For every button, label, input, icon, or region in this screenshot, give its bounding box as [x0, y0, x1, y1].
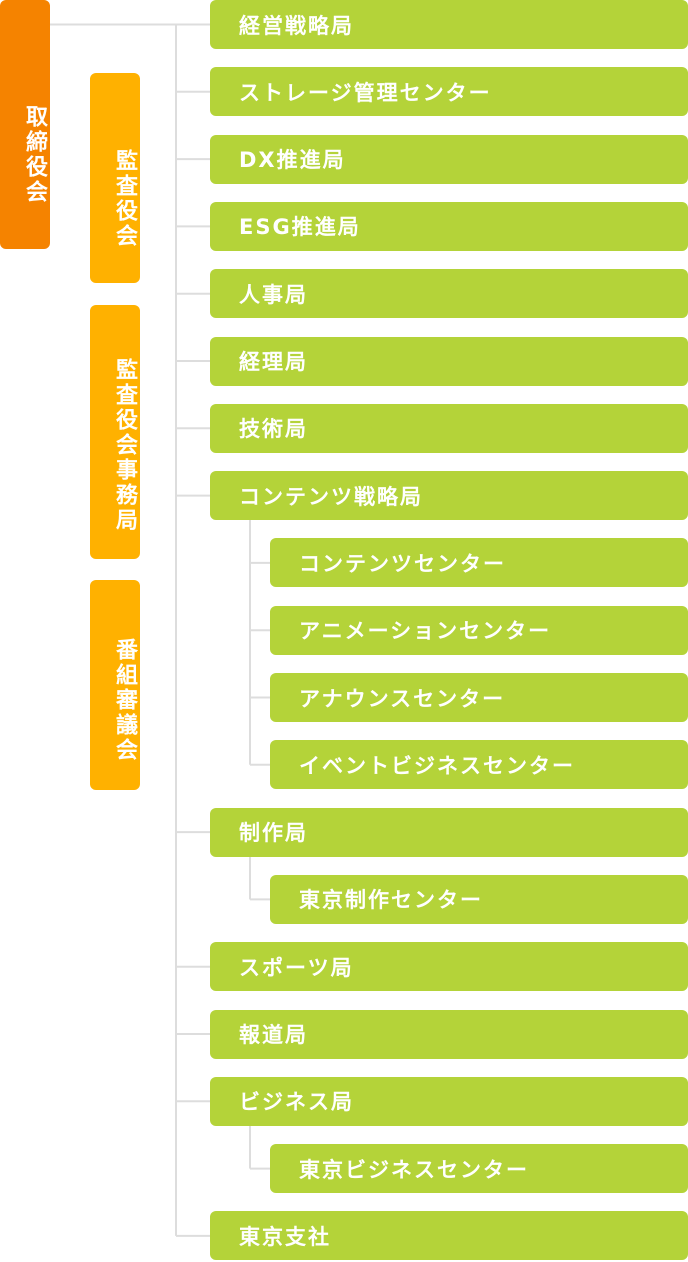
org-unit-label: 人事局 [239, 282, 308, 307]
org-unit-label: 東京支社 [239, 1224, 331, 1249]
program-council-box: 番組審議会 [90, 580, 140, 790]
org-unit-box: 報道局 [210, 1009, 688, 1059]
org-unit-box: 制作局 [210, 807, 688, 857]
org-unit-box: スポーツ局 [210, 942, 688, 992]
org-unit-label: ストレージ管理センター [239, 80, 492, 105]
audit-board-label: 監査役会 [112, 149, 137, 249]
org-unit-label: アナウンスセンター [299, 686, 506, 711]
audit-office-label: 監査役会事務局 [112, 357, 137, 533]
org-unit-label: 経理局 [239, 350, 308, 374]
org-unit-box: 技術局 [210, 403, 688, 453]
org-unit-box: 東京支社 [210, 1211, 688, 1261]
org-unit-box: 人事局 [210, 269, 688, 319]
org-unit-box: アナウンスセンター [270, 673, 688, 722]
org-unit-box: コンテンツセンター [270, 538, 688, 588]
org-unit-label: アニメーションセンター [299, 619, 552, 644]
org-unit-box: イベントビジネスセンター [270, 740, 688, 790]
org-unit-label: 東京ビジネスセンター [299, 1157, 529, 1182]
org-unit-label: コンテンツセンター [299, 551, 506, 576]
org-unit-label: DX推進局 [239, 148, 346, 173]
org-unit-label: 経営戦略局 [239, 13, 354, 38]
org-unit-label: 東京制作センター [299, 888, 483, 913]
org-unit-box: 経営戦略局 [210, 0, 688, 49]
org-unit-box: 東京制作センター [270, 874, 688, 924]
org-unit-label: イベントビジネスセンター [299, 753, 575, 778]
audit-office-box: 監査役会事務局 [90, 305, 140, 559]
org-unit-label: コンテンツ戦略局 [239, 484, 423, 509]
program-council-label: 番組審議会 [112, 637, 137, 763]
audit-board-box: 監査役会 [90, 73, 140, 283]
org-unit-box: ビジネス局 [210, 1076, 688, 1126]
org-unit-label: 技術局 [239, 417, 308, 442]
org-unit-label: 制作局 [239, 821, 308, 846]
org-unit-box: ESG推進局 [210, 201, 688, 251]
org-unit-box: アニメーションセンター [270, 605, 688, 655]
org-unit-box: 東京ビジネスセンター [270, 1144, 688, 1194]
org-unit-label: スポーツ局 [239, 955, 354, 980]
org-unit-label: 報道局 [239, 1023, 308, 1047]
org-unit-box: コンテンツ戦略局 [210, 471, 688, 521]
org-unit-label: ESG推進局 [239, 215, 361, 240]
board-of-directors-box: 取締役会 [0, 0, 50, 249]
org-unit-box: DX推進局 [210, 134, 688, 184]
board-of-directors-label: 取締役会 [22, 104, 47, 205]
org-unit-label: ビジネス局 [239, 1090, 354, 1115]
org-unit-box: 経理局 [210, 336, 688, 386]
org-unit-box: ストレージ管理センター [210, 67, 688, 117]
